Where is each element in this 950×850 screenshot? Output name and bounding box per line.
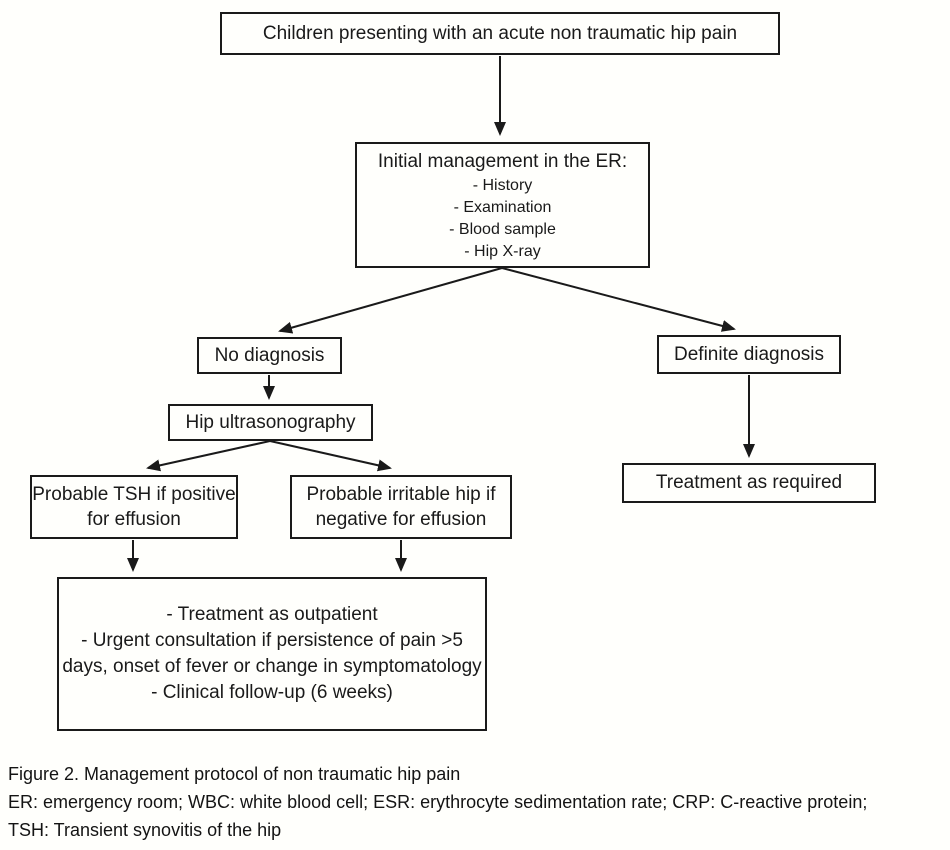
node-treatment-as-required-label: Treatment as required (655, 472, 843, 493)
er-box-item-blood-sample: - Blood sample (449, 221, 556, 238)
arrow-ultrasonography-to-probable-irritable (269, 440, 392, 472)
node-outpatient-management: - Treatment as outpatient - Urgent consu… (57, 577, 487, 731)
node-no-diagnosis: No diagnosis (197, 337, 342, 374)
node-hip-ultrasonography-label: Hip ultrasonography (185, 411, 356, 433)
node-initial-management-er: Initial management in the ER: - History … (355, 142, 650, 268)
arrow-ultrasonography-to-probable-tsh (146, 440, 271, 472)
er-box-item-examination: - Examination (453, 199, 552, 216)
node-probable-irritable-hip-label: Probable irritable hip if negative for e… (306, 484, 496, 530)
arrow-er-to-definite-diagnosis (501, 267, 736, 332)
outpatient-item-clinical-followup: - Clinical follow-up (6 weeks) (151, 682, 393, 703)
node-children-hip-pain-label: Children presenting with an acute non tr… (262, 22, 738, 44)
node-probable-irritable-hip: Probable irritable hip if negative for e… (290, 475, 512, 539)
figure-caption: Figure 2. Management protocol of non tra… (8, 760, 867, 844)
node-definite-diagnosis-label: Definite diagnosis (674, 343, 824, 365)
node-definite-diagnosis: Definite diagnosis (657, 335, 841, 374)
node-children-hip-pain: Children presenting with an acute non tr… (220, 12, 780, 55)
caption-abbreviations-1: ER: emergency room; WBC: white blood cel… (8, 792, 868, 812)
er-box-title: Initial management in the ER: (377, 151, 628, 172)
outpatient-item-urgent-consultation: - Urgent consultation if persistence of … (62, 630, 482, 677)
er-box-item-history: - History (472, 177, 533, 194)
er-box-item-hip-xray: - Hip X-ray (464, 243, 541, 260)
caption-title: Figure 2. Management protocol of non tra… (8, 764, 461, 784)
node-treatment-as-required: Treatment as required (622, 463, 876, 503)
node-hip-ultrasonography: Hip ultrasonography (168, 404, 373, 441)
node-probable-tsh: Probable TSH if positive for effusion (30, 475, 238, 539)
node-probable-tsh-label: Probable TSH if positive for effusion (32, 484, 236, 530)
outpatient-item-treatment: - Treatment as outpatient (166, 604, 378, 625)
node-no-diagnosis-label: No diagnosis (214, 344, 325, 366)
arrow-er-to-no-diagnosis (278, 267, 503, 334)
caption-abbreviations-2: TSH: Transient synovitis of the hip (8, 820, 282, 840)
